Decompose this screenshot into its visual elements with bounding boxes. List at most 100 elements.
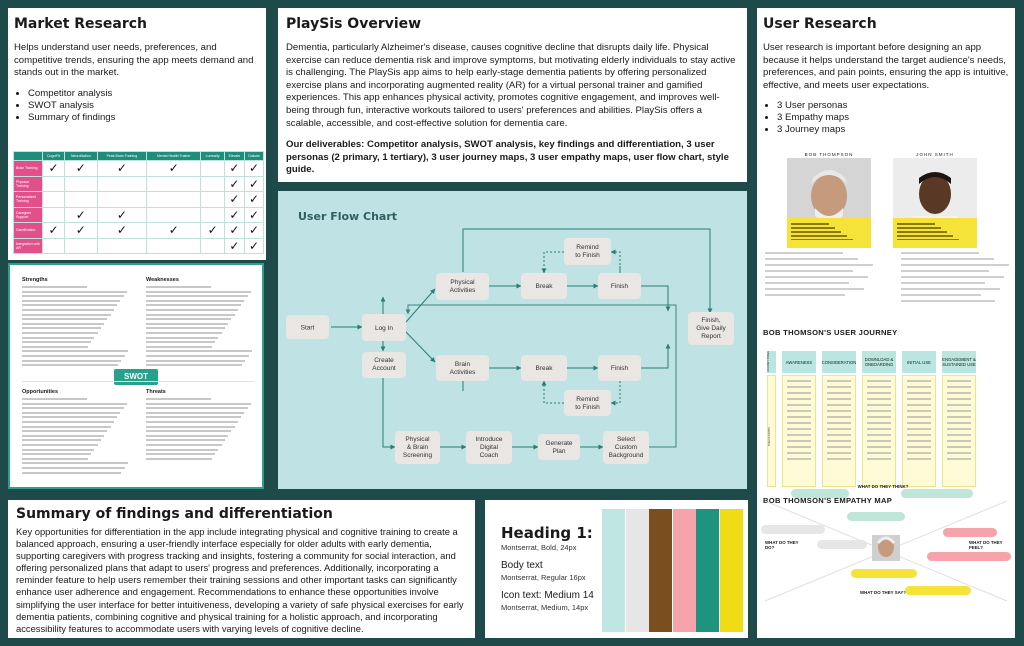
empathy-bubble xyxy=(817,540,867,549)
text-line xyxy=(22,457,88,460)
market-research-list: Competitor analysis SWOT analysis Summar… xyxy=(14,88,260,124)
table-header: CogniFit xyxy=(41,151,66,161)
flow-node-start xyxy=(286,315,329,339)
table-row-label: Caregiver Support xyxy=(13,206,43,223)
table-cell xyxy=(200,175,225,192)
text-line xyxy=(765,288,864,290)
text-line xyxy=(901,258,994,260)
text-line xyxy=(22,318,108,321)
list-item: 3 Empathy maps xyxy=(777,112,1009,124)
swot-opportunities-heading: Opportunities xyxy=(22,389,59,395)
flow-label: Start xyxy=(301,325,315,332)
flow-node-physical xyxy=(436,273,489,300)
text-line xyxy=(901,300,996,302)
check-icon: ✓ xyxy=(146,160,202,177)
table-row-label: Integration with AR xyxy=(13,237,43,254)
text-line xyxy=(901,252,980,254)
flow-node-create-account xyxy=(362,352,406,378)
journey-cell xyxy=(822,375,856,487)
check-icon: ✓ xyxy=(223,175,245,192)
check-icon: ✓ xyxy=(243,206,265,223)
user-research-panel: User Research User research is important… xyxy=(757,8,1015,638)
empathy-bubble xyxy=(943,528,997,537)
text-line xyxy=(22,416,118,419)
text-line xyxy=(146,407,248,410)
text-line xyxy=(765,270,854,272)
style-body-sample: Body text xyxy=(501,560,543,571)
table-cell xyxy=(41,175,66,192)
flow-label: & Brain xyxy=(407,444,429,451)
list-item: Summary of findings xyxy=(28,112,260,124)
table-row-label: Brain Training xyxy=(13,160,43,177)
flow-label: Introduce xyxy=(475,436,502,443)
text-line xyxy=(22,434,105,437)
check-icon: ✓ xyxy=(41,222,66,239)
journey-stage: CONSIDERATION xyxy=(822,351,856,373)
text-line xyxy=(22,448,95,451)
text-line xyxy=(22,425,111,428)
table-row: Gamification✓✓✓✓✓✓✓ xyxy=(13,222,265,239)
flow-node-remind-2 xyxy=(564,390,611,416)
table-header: Lumosity xyxy=(200,151,225,161)
empathy-bubble xyxy=(905,586,971,595)
check-icon: ✓ xyxy=(96,222,148,239)
style-icon-spec: Montserrat, Medium, 14px xyxy=(501,603,589,612)
text-line xyxy=(22,439,101,442)
flow-node-finish-2 xyxy=(598,355,641,381)
user-flow-chart: User Flow Chart xyxy=(286,210,734,464)
text-line xyxy=(22,341,92,344)
check-icon: ✓ xyxy=(243,222,265,239)
journey-stage: ENGAGEMENT & SUSTAINED USE xyxy=(942,351,976,373)
text-line xyxy=(22,453,92,456)
swot-threats-heading: Threats xyxy=(146,389,166,395)
market-research-description: Helps understand user needs, preferences… xyxy=(14,42,254,79)
text-line xyxy=(146,453,216,456)
table-cell xyxy=(96,191,148,208)
table-cell xyxy=(200,206,225,223)
list-item: 3 Journey maps xyxy=(777,124,1009,136)
text-line xyxy=(146,448,219,451)
flow-label: Create xyxy=(374,357,394,364)
color-swatch xyxy=(625,509,649,632)
text-line xyxy=(146,350,252,353)
flow-label: Generate xyxy=(545,440,572,447)
color-swatch xyxy=(696,509,719,632)
text-line xyxy=(22,443,98,446)
check-icon: ✓ xyxy=(41,160,66,177)
flow-label: Report xyxy=(701,333,721,340)
table-cell xyxy=(96,237,148,254)
text-line xyxy=(146,295,248,298)
persona-info xyxy=(893,218,977,248)
text-line xyxy=(901,282,985,284)
table-cell xyxy=(41,206,66,223)
flow-label: Finish xyxy=(611,283,629,290)
flow-label: Physical xyxy=(450,279,475,286)
journey-cell xyxy=(862,375,896,487)
text-line xyxy=(22,398,87,400)
text-line xyxy=(22,420,114,423)
flow-label: to Finish xyxy=(575,252,600,259)
check-icon: ✓ xyxy=(223,191,245,208)
check-icon: ✓ xyxy=(64,206,98,223)
overview-deliverables: Our deliverables: Competitor analysis, S… xyxy=(286,139,729,176)
text-line xyxy=(22,308,114,311)
check-icon: ✓ xyxy=(223,237,245,254)
swot-threats: Threats xyxy=(146,389,254,462)
text-line xyxy=(22,331,98,334)
overview-panel: PlaySis Overview Dementia, particularly … xyxy=(278,8,747,182)
empathy-bubble xyxy=(761,525,825,534)
table-header xyxy=(13,151,43,161)
text-line xyxy=(146,354,249,357)
table-row-label: Physical Training xyxy=(13,175,43,192)
check-icon: ✓ xyxy=(223,222,245,239)
text-line xyxy=(146,308,238,311)
table-header: NeuroNation xyxy=(64,151,98,161)
style-icon-sample: Icon text: Medium 14 xyxy=(501,590,594,601)
flow-label: Plan xyxy=(552,448,565,455)
text-line xyxy=(901,264,1009,266)
text-line xyxy=(765,252,844,254)
text-line xyxy=(146,434,229,437)
journey-cell xyxy=(782,375,816,487)
text-line xyxy=(146,359,246,362)
summary-title: Summary of findings and differentiation xyxy=(16,506,333,522)
